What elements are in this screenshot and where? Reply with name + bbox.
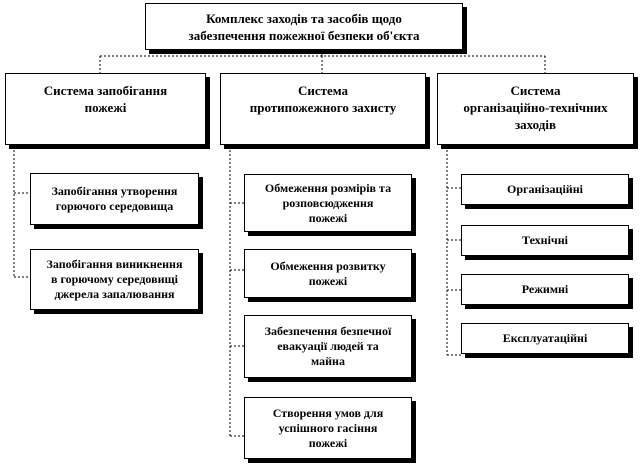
item-prevent-combustible-medium: Запобігання утворення горючого середовищ…: [30, 173, 199, 225]
system-1-line1: Система запобігання: [43, 83, 168, 98]
item-line1: Режимні: [521, 282, 569, 296]
item-safe-evacuation: Забезпечення безпечної евакуації людей т…: [244, 315, 412, 378]
item-organizational: Організаційні: [461, 174, 629, 205]
item-line1: Обмеження розмірів та: [264, 180, 392, 195]
system-3-line3: заходів: [514, 117, 557, 132]
item-technical: Технічні: [461, 225, 629, 256]
system-box-organizational-technical: Система організаційно-технічних заходів: [437, 73, 634, 145]
item-line3: майна: [311, 354, 345, 368]
root-title-line2: забезпечення пожежної безпеки об'єкта: [188, 27, 420, 43]
item-line1: Технічні: [522, 233, 568, 247]
system-2-line2: протипожежного захисту: [249, 100, 397, 115]
item-prevent-ignition-source: Запобігання виникнення в горючому середо…: [30, 249, 199, 310]
item-line3: джерела запалювання: [54, 287, 175, 301]
item-line1: Експлуатаційні: [502, 331, 588, 345]
system-3-line2: організаційно-технічних: [463, 100, 608, 115]
item-line2: успішного гасіння: [278, 420, 378, 435]
item-line2: пожежі: [308, 273, 348, 288]
item-line1: Обмеження розвитку: [270, 258, 386, 273]
item-line1: Запобігання виникнення: [46, 257, 183, 271]
system-box-fire-prevention: Система запобігання пожежі: [5, 73, 206, 145]
item-limit-fire-size: Обмеження розмірів та розповсюдження пож…: [244, 174, 412, 232]
item-line1: Забезпечення безпечної: [264, 324, 392, 338]
system-box-fire-protection: Система протипожежного захисту: [220, 73, 426, 145]
item-operational: Експлуатаційні: [461, 323, 629, 354]
item-line3: пожежі: [308, 210, 348, 225]
item-line1: Запобігання утворення: [51, 184, 178, 198]
item-line2: горючого середовища: [55, 199, 174, 213]
root-title-line1: Комплекс заходів та засобів щодо: [206, 10, 402, 26]
item-line1: Організаційні: [507, 182, 583, 196]
item-limit-fire-development: Обмеження розвитку пожежі: [244, 249, 412, 298]
system-1-line2: пожежі: [84, 100, 127, 115]
root-box: Комплекс заходів та засобів щодо забезпе…: [145, 3, 463, 50]
item-line1: Створення умов для: [272, 405, 384, 420]
item-line2: в горючому середовищі: [50, 272, 178, 286]
item-line2: евакуації людей та: [277, 339, 379, 353]
item-regime: Режимні: [461, 274, 629, 305]
item-line2: розповсюдження: [282, 195, 374, 210]
system-2-line1: Система: [297, 83, 349, 98]
item-extinguishing-conditions: Створення умов для успішного гасіння пож…: [244, 397, 412, 459]
system-3-line1: Система: [510, 83, 561, 98]
item-line3: пожежі: [308, 435, 348, 450]
